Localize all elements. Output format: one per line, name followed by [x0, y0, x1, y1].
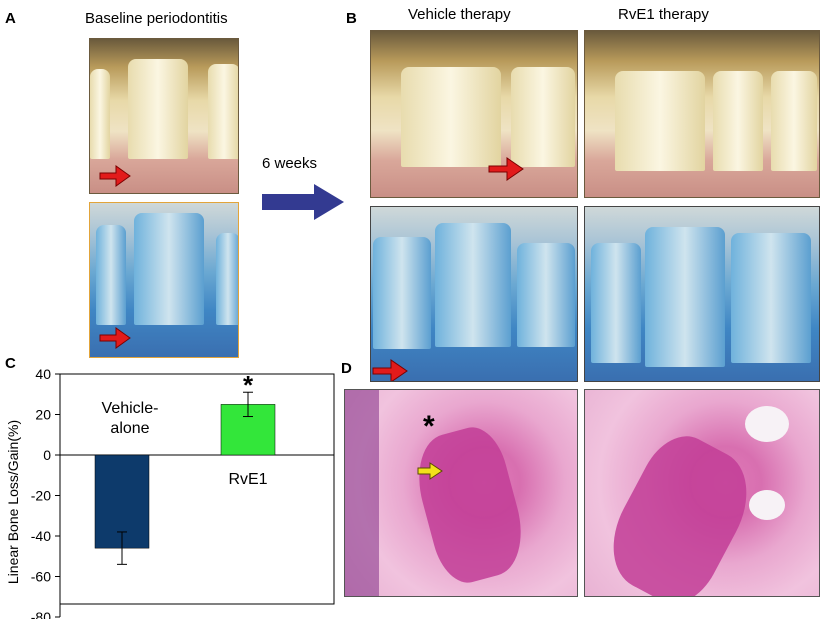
y-tick-label: 20 — [35, 407, 51, 423]
vehicle-histology-photo: * — [344, 389, 578, 597]
rve1-gum-photo — [584, 30, 820, 198]
red-arrow-icon — [99, 327, 131, 349]
y-tick-label: 0 — [43, 447, 51, 463]
vehicle-gum-photo — [370, 30, 578, 198]
panel-c-label: C — [5, 355, 16, 372]
blue-arrow-icon — [262, 184, 344, 220]
yellow-arrow-icon — [417, 462, 443, 480]
y-tick-label: 40 — [35, 366, 51, 382]
rve1-histology-photo — [584, 389, 820, 597]
category-label-vehicle-alone: alone — [110, 420, 149, 437]
y-tick-label: -40 — [31, 528, 51, 544]
category-label-rve1: RvE1 — [228, 471, 267, 488]
red-arrow-icon — [99, 165, 131, 187]
category-label-vehicle-alone: Vehicle- — [102, 400, 159, 417]
vehicle-stained-photo — [370, 206, 578, 382]
bone-loss-chart: Linear Bone Loss/Gain(%) 40 20 0 -20 -40 -60 -… — [5, 366, 335, 619]
panel-d-label: D — [341, 360, 352, 377]
panel-b-caption-vehicle: Vehicle therapy — [408, 6, 511, 23]
y-tick-label: -80 — [31, 609, 51, 619]
red-arrow-icon — [488, 157, 524, 181]
panel-a-caption: Baseline periodontitis — [85, 10, 228, 27]
y-axis-label: Linear Bone Loss/Gain(%) — [5, 420, 21, 584]
red-arrow-icon — [372, 359, 408, 381]
y-tick-label: -60 — [31, 569, 51, 585]
histology-asterisk: * — [423, 410, 435, 443]
y-tick-label: -20 — [31, 488, 51, 504]
baseline-stained-photo — [89, 202, 239, 358]
panel-b-label: B — [346, 10, 357, 27]
time-label: 6 weeks — [262, 155, 318, 172]
significance-asterisk: * — [243, 370, 254, 400]
panel-a-label: A — [5, 10, 16, 27]
panel-b-caption-rve1: RvE1 therapy — [618, 6, 709, 23]
baseline-gum-photo — [89, 38, 239, 194]
rve1-stained-photo — [584, 206, 820, 382]
